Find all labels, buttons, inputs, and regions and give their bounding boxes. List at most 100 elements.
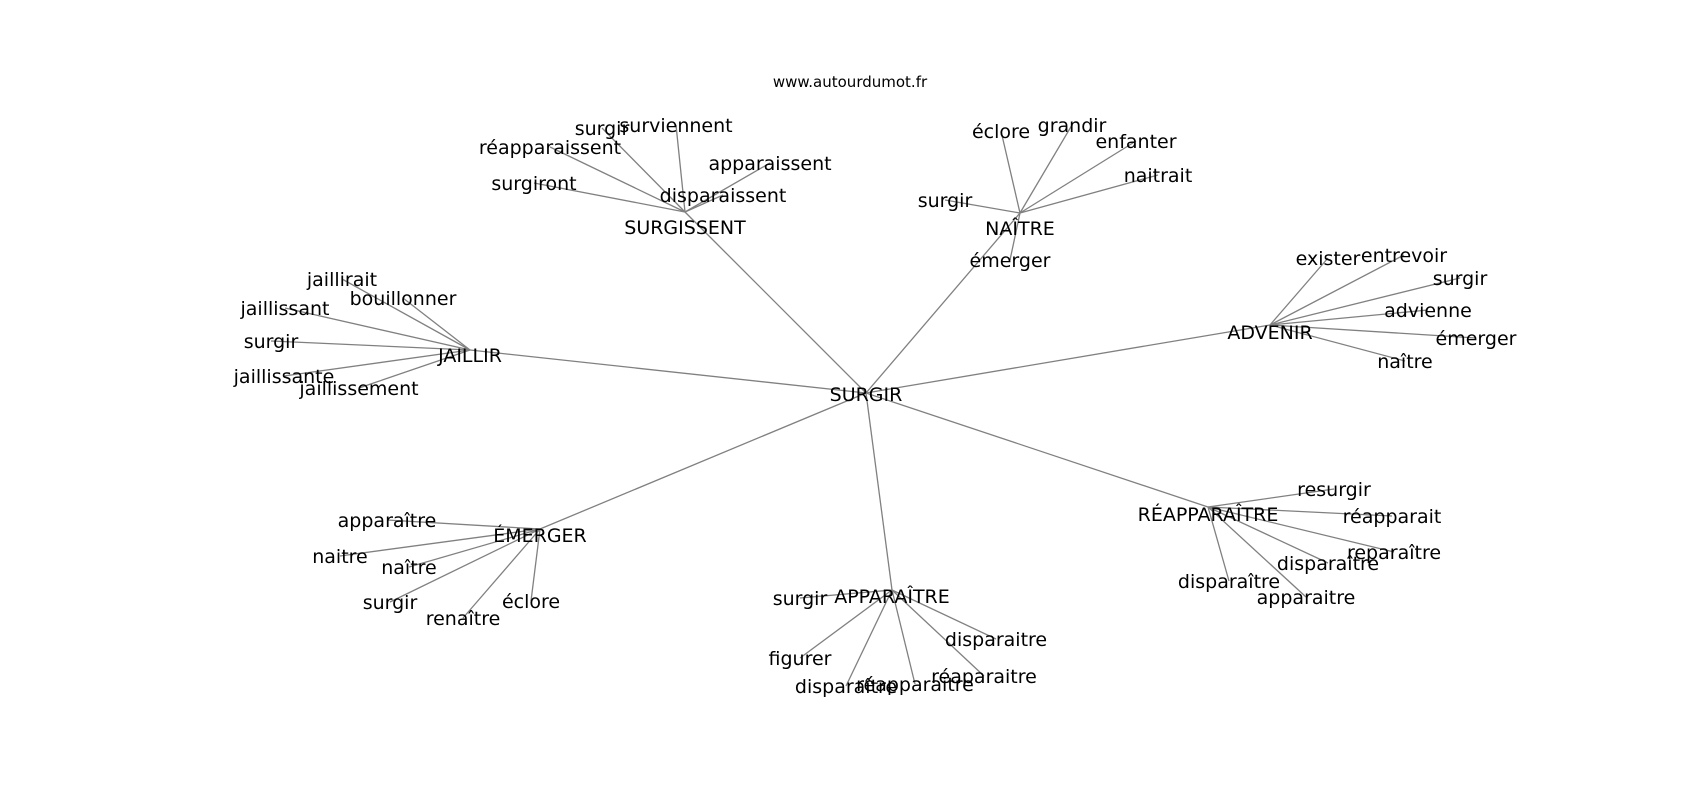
neighbor-node-label[interactable]: figurer	[769, 648, 832, 670]
graph-labels: www.autourdumot.fr SURGIR SURGISSENT surg…	[233, 73, 1517, 698]
edge-cluster-0-neighbor-2	[549, 146, 686, 213]
neighbor-node-label[interactable]: réapparait	[1343, 506, 1442, 528]
edge-cluster-5-neighbor-5	[530, 528, 541, 602]
neighbor-node-label[interactable]: jaillirait	[306, 269, 377, 291]
cluster-node-label[interactable]: NAÎTRE	[985, 217, 1055, 240]
edge-cluster-4-neighbor-3	[1207, 506, 1329, 564]
neighbor-node-label[interactable]: disparaître	[795, 676, 897, 698]
neighbor-node-label[interactable]: apparaitre	[1257, 587, 1356, 609]
edge-cluster-0-neighbor-0	[601, 127, 686, 213]
edge-cluster-6-neighbor-1	[891, 589, 997, 640]
neighbor-node-label[interactable]: éclore	[502, 591, 560, 613]
neighbor-node-label[interactable]: enfanter	[1095, 131, 1176, 153]
edge-cluster-6-neighbor-3	[891, 589, 985, 677]
neighbor-node-label[interactable]: émerger	[970, 250, 1051, 272]
edge-cluster-0-neighbor-4	[533, 182, 686, 213]
neighbor-node-label[interactable]: jaillissante	[233, 366, 335, 388]
edge-cluster-5-neighbor-3	[389, 528, 541, 603]
edge-cluster-1-neighbor-4	[944, 199, 1021, 214]
neighbor-node-label[interactable]: surgir	[773, 588, 828, 610]
neighbor-node-label[interactable]: exister	[1296, 248, 1361, 270]
edge-center-to-cluster-0	[684, 211, 867, 394]
edge-cluster-1-neighbor-5	[1009, 212, 1021, 261]
neighbor-node-label[interactable]: resurgir	[1297, 479, 1371, 501]
neighbor-node-label[interactable]: bouillonner	[350, 288, 457, 310]
edge-cluster-5-neighbor-4	[462, 528, 541, 619]
neighbor-node-label[interactable]: naître	[1377, 351, 1433, 373]
graph-edges	[270, 124, 1477, 687]
edge-cluster-3-neighbor-2	[284, 307, 471, 351]
edge-cluster-3-neighbor-4	[283, 349, 471, 377]
neighbor-node-label[interactable]: apparaître	[338, 510, 437, 532]
neighbor-node-label[interactable]: advienne	[1384, 300, 1472, 322]
edge-cluster-4-neighbor-0	[1207, 488, 1335, 508]
center-node-label[interactable]: SURGIR	[830, 384, 903, 406]
edge-cluster-6-neighbor-4	[845, 589, 893, 687]
neighbor-node-label[interactable]: disparaître	[1277, 553, 1379, 575]
neighbor-node-label[interactable]: jaillissement	[298, 378, 418, 400]
edge-cluster-2-neighbor-2	[1269, 277, 1461, 326]
neighbor-node-label[interactable]: entrevoir	[1361, 245, 1447, 267]
neighbor-node-label[interactable]: réapparaissent	[479, 137, 621, 159]
edge-cluster-0-neighbor-1	[675, 124, 686, 213]
neighbor-node-label[interactable]: surgir	[575, 118, 630, 140]
neighbor-node-label[interactable]: surgir	[363, 592, 418, 614]
cluster-node-label[interactable]: APPARAÎTRE	[834, 585, 950, 608]
edge-center-to-cluster-3	[469, 349, 867, 394]
edge-cluster-2-neighbor-0	[1269, 257, 1329, 326]
cluster-node-label[interactable]: RÉAPPARAÎTRE	[1138, 503, 1279, 526]
site-url-label: www.autourdumot.fr	[773, 73, 928, 91]
edge-center-to-cluster-6	[865, 392, 893, 591]
edge-cluster-3-neighbor-3	[270, 340, 471, 351]
edge-cluster-4-neighbor-5	[1207, 506, 1307, 598]
neighbor-node-label[interactable]: surviennent	[619, 115, 732, 137]
neighbor-node-label[interactable]: émerger	[1436, 328, 1517, 350]
neighbor-node-label[interactable]: renaître	[426, 608, 501, 630]
edge-center-to-cluster-4	[865, 392, 1209, 508]
cluster-node-label[interactable]: SURGISSENT	[624, 217, 746, 239]
neighbor-node-label[interactable]: surgir	[244, 331, 299, 353]
edge-cluster-5-neighbor-0	[386, 519, 541, 530]
edge-cluster-0-neighbor-3	[684, 162, 771, 213]
edge-cluster-5-neighbor-2	[408, 528, 541, 568]
neighbor-node-label[interactable]: reparaître	[1347, 542, 1441, 564]
neighbor-node-label[interactable]: naitre	[312, 546, 368, 568]
neighbor-node-label[interactable]: disparaitre	[945, 629, 1047, 651]
cluster-node-label[interactable]: ADVENIR	[1227, 322, 1312, 344]
edge-cluster-3-neighbor-5	[358, 349, 471, 389]
cluster-node-label[interactable]: JAILLIR	[437, 345, 502, 367]
edge-cluster-5-neighbor-1	[339, 528, 541, 557]
neighbor-node-label[interactable]: réapparaitre	[856, 674, 974, 696]
neighbor-node-label[interactable]: surgiront	[491, 173, 576, 195]
edge-cluster-2-neighbor-1	[1269, 254, 1405, 326]
neighbor-node-label[interactable]: jaillissant	[240, 298, 330, 320]
neighbor-node-label[interactable]: naitrait	[1124, 165, 1193, 187]
neighbor-node-label[interactable]: grandir	[1038, 115, 1107, 137]
edge-cluster-1-neighbor-0	[1000, 130, 1021, 214]
edge-center-to-cluster-2	[865, 324, 1271, 394]
edge-cluster-2-neighbor-4	[1269, 324, 1477, 339]
neighbor-node-label[interactable]: surgir	[1433, 268, 1488, 290]
edge-cluster-3-neighbor-1	[402, 297, 471, 351]
edge-cluster-1-neighbor-1	[1019, 124, 1073, 214]
edge-cluster-6-neighbor-5	[891, 589, 916, 685]
edge-cluster-0-neighbor-5	[684, 194, 724, 213]
neighbor-node-label[interactable]: disparaître	[1178, 571, 1280, 593]
edge-center-to-cluster-5	[539, 392, 867, 530]
edge-cluster-4-neighbor-2	[1207, 506, 1395, 553]
edge-cluster-1-neighbor-3	[1019, 174, 1159, 214]
neighbor-node-label[interactable]: disparaissent	[660, 185, 787, 207]
edge-cluster-6-neighbor-2	[799, 589, 893, 659]
edge-center-to-cluster-1	[865, 212, 1021, 394]
neighbor-node-label[interactable]: réaparaitre	[931, 666, 1037, 688]
neighbor-node-label[interactable]: éclore	[972, 121, 1030, 143]
neighbor-node-label[interactable]: apparaissent	[708, 153, 831, 175]
edge-cluster-4-neighbor-4	[1207, 506, 1230, 582]
neighbor-node-label[interactable]: naître	[381, 557, 437, 579]
edge-cluster-4-neighbor-1	[1207, 506, 1393, 517]
edge-cluster-3-neighbor-0	[341, 278, 471, 351]
edge-cluster-2-neighbor-5	[1269, 324, 1406, 362]
neighbor-node-label[interactable]: surgir	[918, 190, 973, 212]
cluster-node-label[interactable]: ÉMERGER	[493, 524, 587, 547]
